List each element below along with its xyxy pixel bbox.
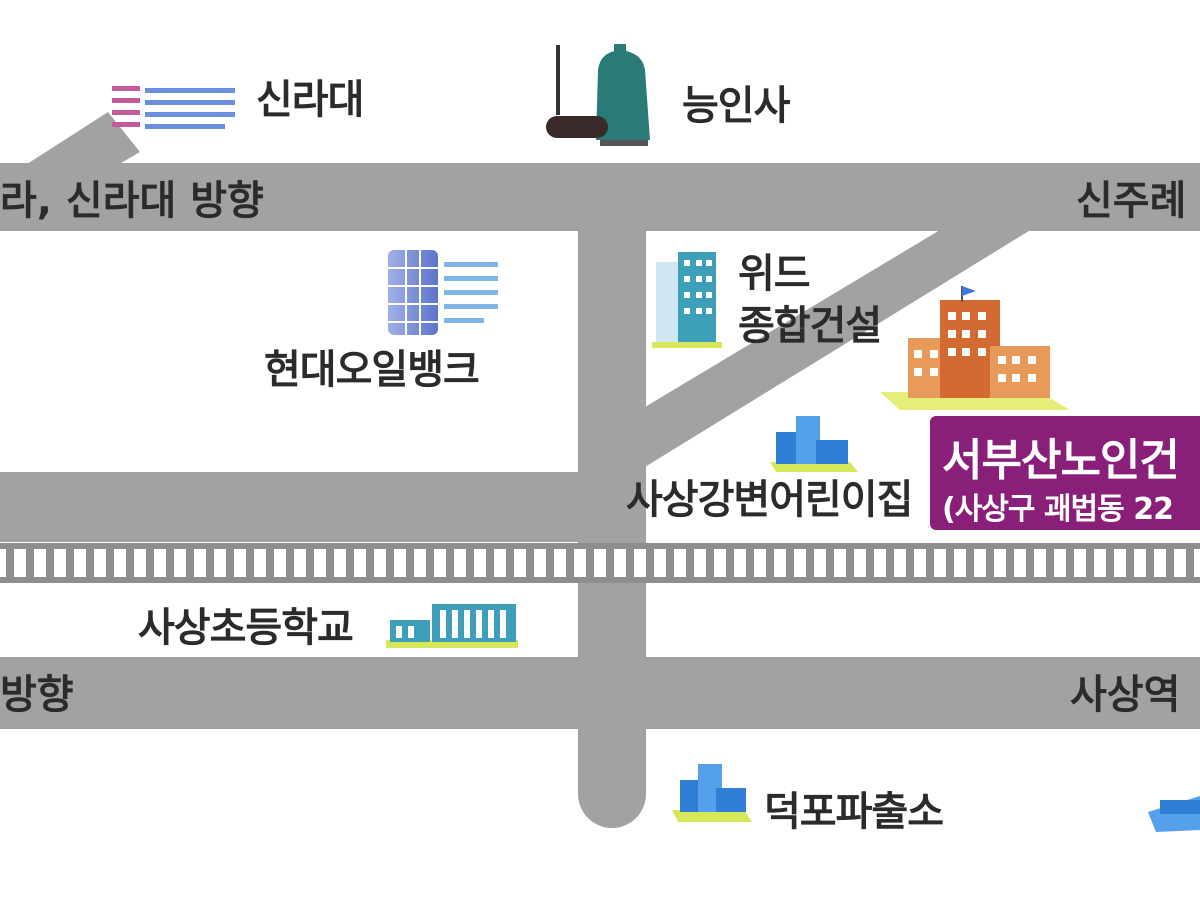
label-wide-line2: 종합건설 — [738, 303, 882, 349]
label-silla-univ: 신라대 — [256, 77, 364, 123]
partial-building-icon — [1148, 796, 1200, 832]
label-wide-line1: 위드 — [738, 251, 811, 297]
daycare-building-icon — [770, 416, 858, 472]
temple-bell-icon — [546, 44, 650, 146]
label-police-box: 덕포파출소 — [764, 789, 944, 835]
railway — [0, 543, 1200, 583]
road-label-lower-west: 방향 — [0, 672, 74, 718]
label-hyundai-oilbank: 현대오일뱅크 — [264, 347, 480, 393]
destination-building-icon — [880, 286, 1070, 410]
diagonal-road-east — [640, 218, 1050, 470]
road-label-upper-west: 라, 신라대 방향 — [0, 178, 264, 224]
apartment-building-icon — [652, 252, 722, 348]
police-box-icon — [672, 764, 752, 822]
diagonal-road-north — [10, 112, 140, 210]
destination-address: (사상구 괘법동 22 — [942, 492, 1174, 527]
label-neunginsa: 능인사 — [682, 83, 790, 129]
office-tower-icon — [388, 250, 498, 335]
vertical-road — [578, 165, 646, 828]
university-building-icon — [112, 86, 235, 129]
label-daycare: 사상강변어린이집 — [626, 477, 913, 523]
destination-callout: 서부산노인건 (사상구 괘법동 22 — [928, 414, 1200, 532]
west-middle-road — [0, 472, 640, 542]
school-building-icon — [386, 604, 518, 648]
label-elementary-school: 사상초등학교 — [138, 605, 354, 651]
road-label-upper-east: 신주례 — [1076, 178, 1187, 224]
destination-name: 서부산노인건 — [942, 435, 1180, 486]
road-label-lower-east: 사상역 — [1070, 672, 1181, 718]
road-network — [0, 112, 1200, 828]
